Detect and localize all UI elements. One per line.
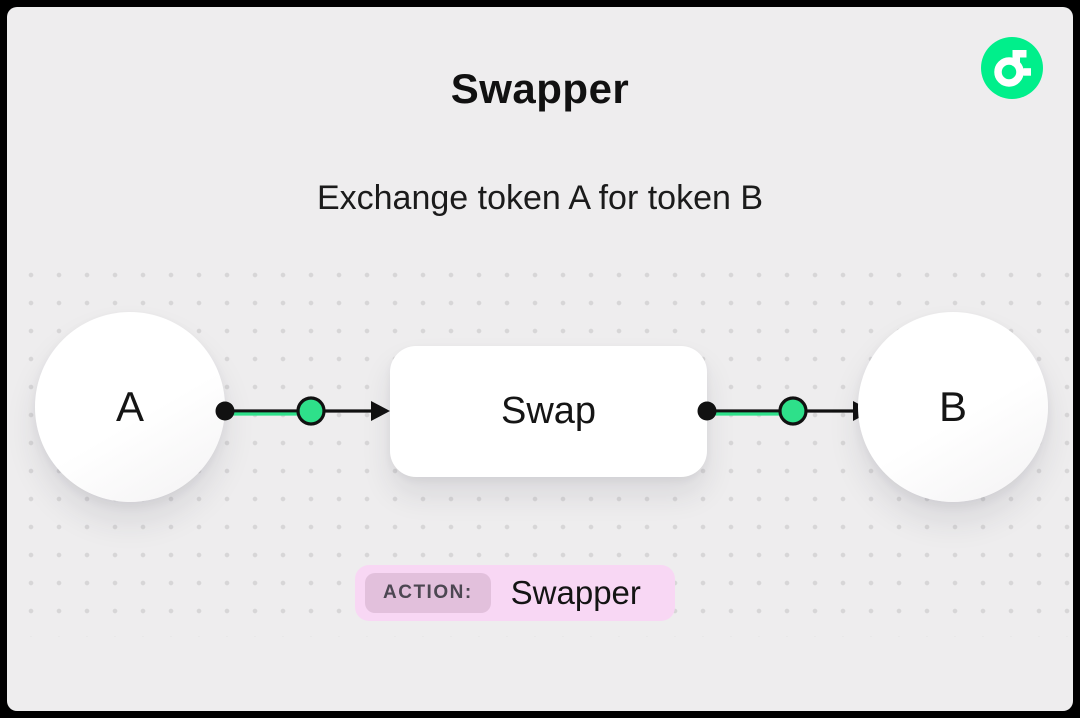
connector-a-to-swap <box>215 396 390 426</box>
swap-action-node: Swap <box>390 346 707 477</box>
diagram-canvas: Swapper Exchange token A for token B A S… <box>7 7 1073 711</box>
swap-label: Swap <box>500 390 597 432</box>
connector-swap-to-b <box>697 396 872 426</box>
flow-logo-icon <box>981 37 1043 99</box>
token-b-label: B <box>938 383 967 430</box>
edge-start-dot <box>697 401 717 421</box>
token-a-node: A <box>35 312 225 502</box>
edge-green-token-dot <box>778 396 808 426</box>
action-badge: ACTION: Swapper <box>355 565 675 621</box>
page-title: Swapper <box>450 65 630 112</box>
token-b-node: B <box>858 312 1048 502</box>
token-a-label: A <box>115 383 144 430</box>
edge-start-dot <box>215 401 235 421</box>
page-subtitle: Exchange token A for token B <box>316 179 764 217</box>
action-badge-label: ACTION: <box>365 573 491 613</box>
action-badge-value: Swapper <box>510 574 641 611</box>
edge-green-token-dot <box>296 396 326 426</box>
arrowhead-icon <box>371 401 390 421</box>
